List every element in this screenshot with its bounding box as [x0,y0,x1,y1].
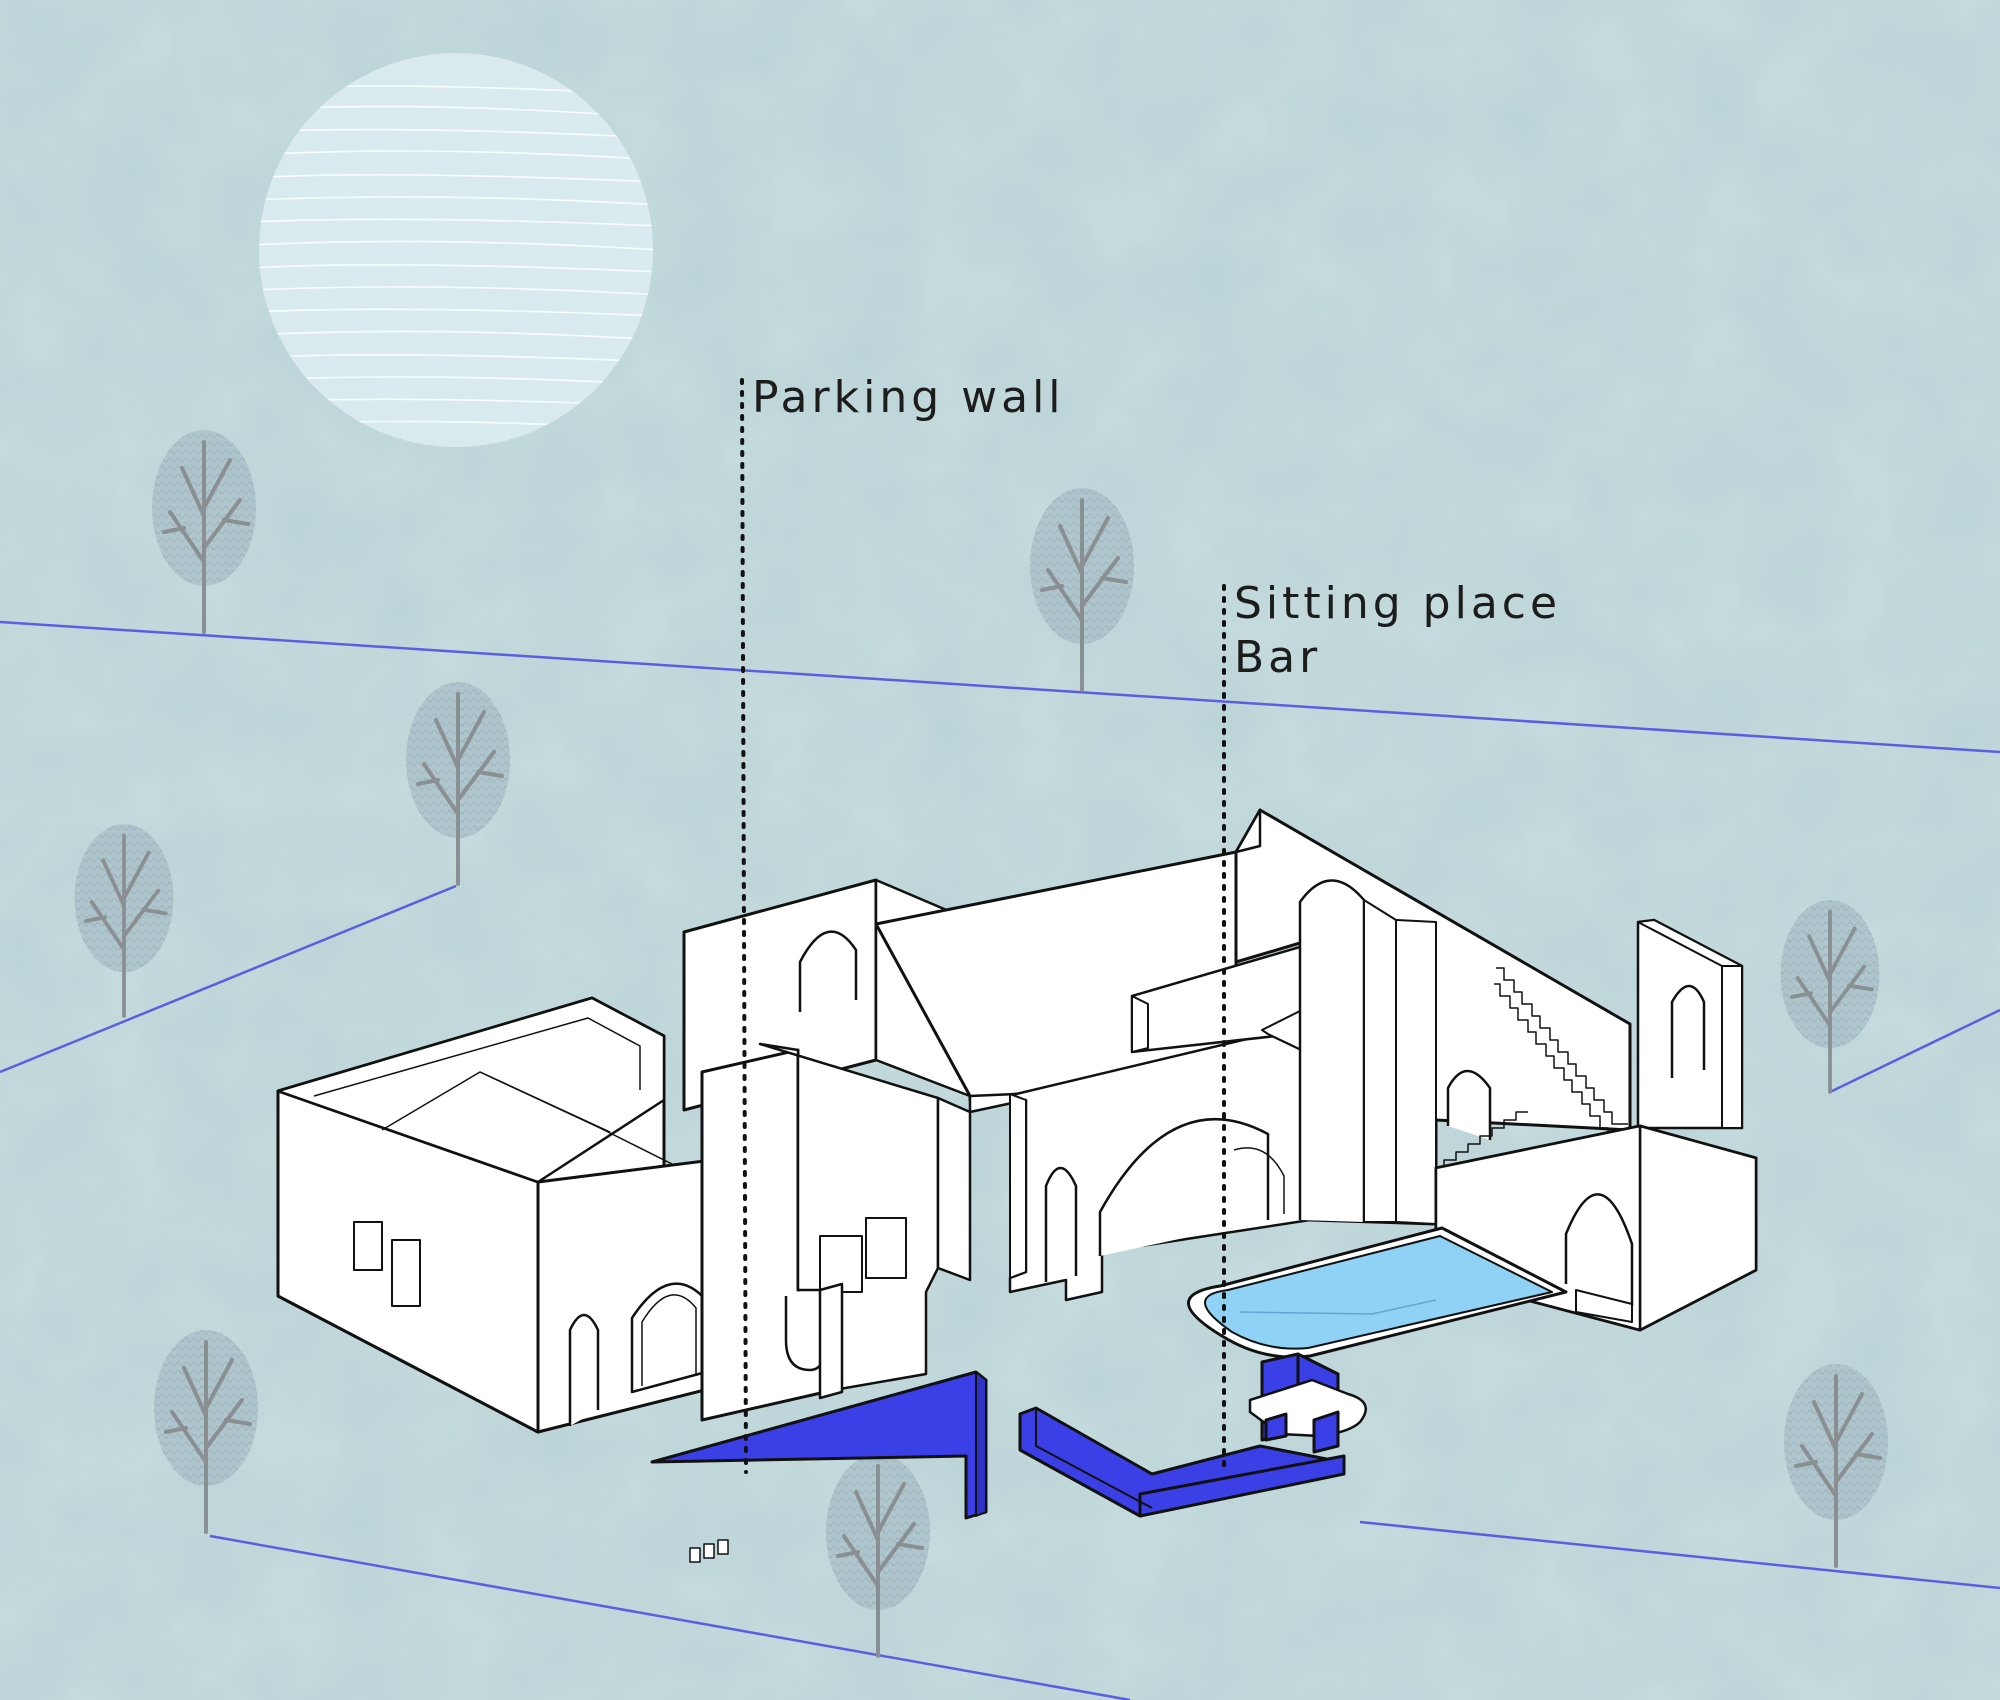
sitting-place-bar-element [1018,1352,1368,1518]
pool [1187,1226,1568,1359]
tree-icon [1784,1364,1888,1568]
tree-icon [406,682,510,886]
trees [74,430,1888,1658]
parking-wall-element [650,1370,988,1563]
middle-block [700,1042,972,1422]
parking-wall-label: Parking wall [752,372,1065,423]
tree-icon [1780,900,1880,1094]
sitting-place-label: Sitting place [1234,578,1562,629]
tree-icon [826,1454,930,1658]
tree-icon [74,824,174,1018]
tree-icon [152,430,256,634]
right-wing [1234,808,1758,1332]
leader-lines [740,378,1226,1474]
tree-icon [154,1330,258,1534]
ground-lines [0,620,2000,1700]
bar-label: Bar [1234,632,1322,683]
tree-icon [1030,488,1134,692]
